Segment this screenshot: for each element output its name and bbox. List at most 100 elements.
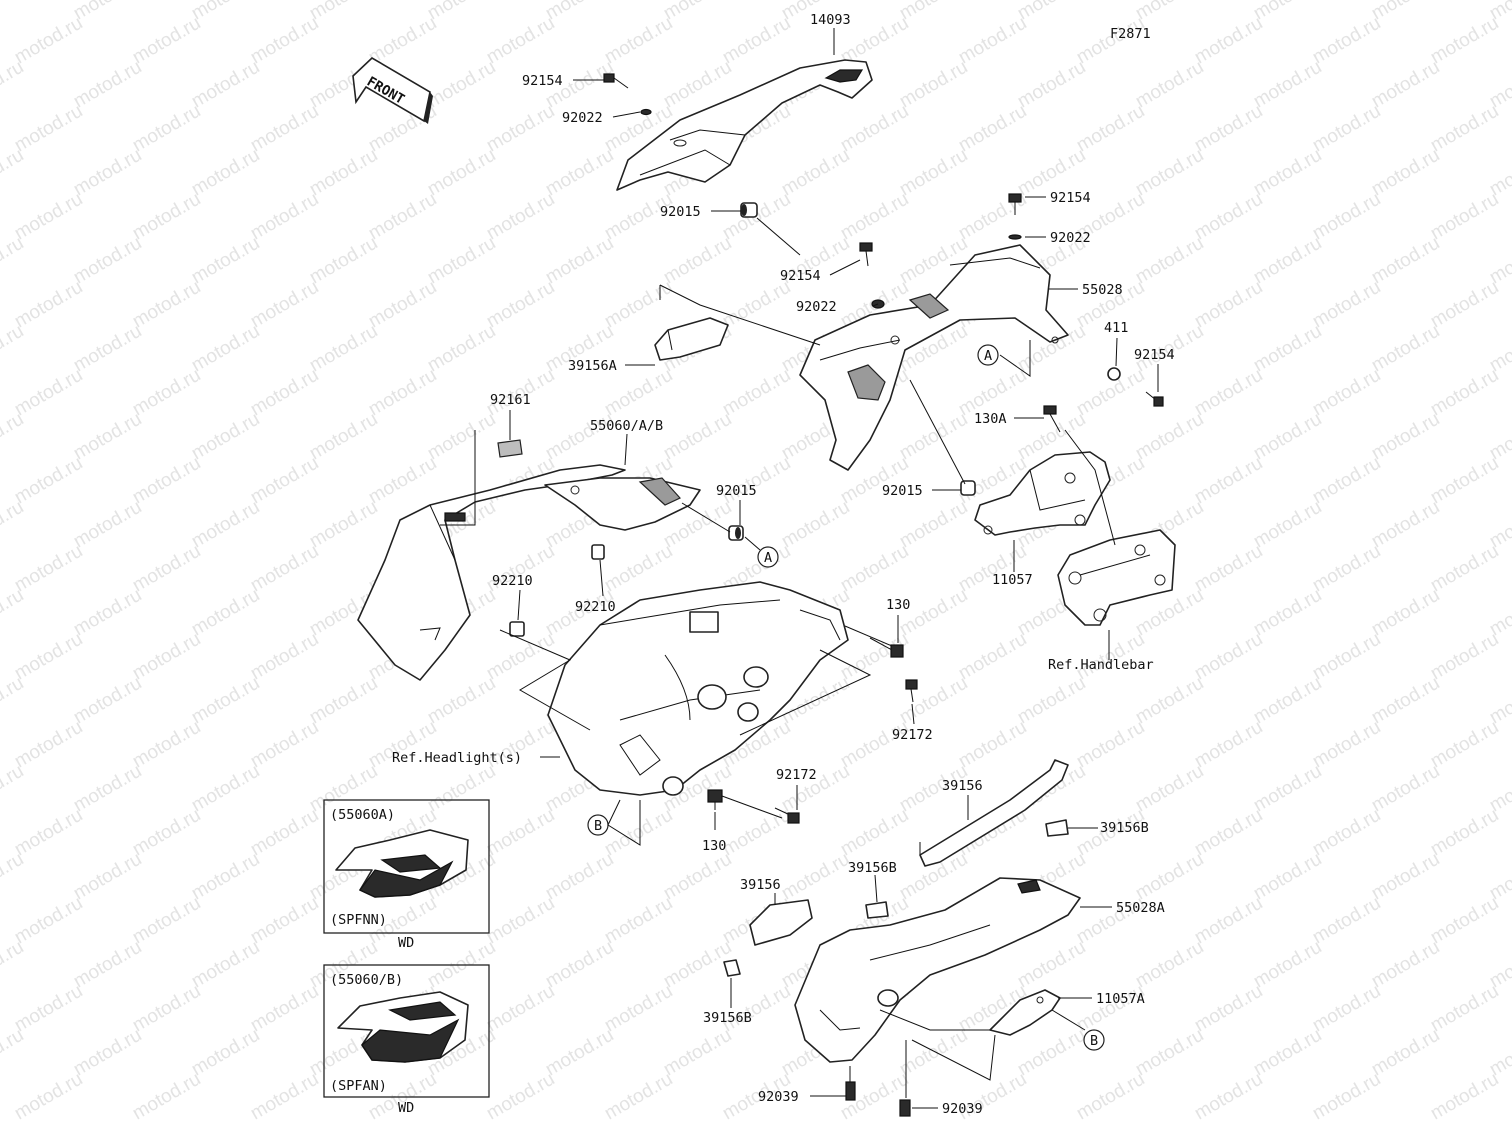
watermark-text: motod.ru	[778, 849, 853, 905]
watermark-text: motod.ru	[1132, 57, 1207, 113]
watermark-text: motod.ru	[719, 453, 794, 509]
watermark-text: motod.ru	[601, 1069, 676, 1125]
watermark-text: motod.ru	[1191, 101, 1266, 157]
label-92022-r1: 92022	[1050, 230, 1091, 246]
bolt-92154-mid	[859, 242, 873, 267]
watermark-text: motod.ru	[1427, 189, 1502, 245]
watermark-text: motod.ru	[247, 101, 322, 157]
watermark-text: motod.ru	[601, 893, 676, 949]
watermark-text: motod.ru	[129, 893, 204, 949]
watermark-text: motod.ru	[837, 805, 912, 861]
watermark-text: motod.ru	[188, 937, 263, 993]
label-ref-handlebar: Ref.Handlebar	[1048, 657, 1154, 673]
washer-92022-top	[640, 108, 652, 116]
variant-2-code: (55060/B)	[330, 972, 403, 988]
watermark-text: motod.ru	[1250, 57, 1325, 113]
watermark-text: motod.ru	[424, 233, 499, 289]
watermark-text: motod.ru	[896, 145, 971, 201]
callout-b1-label: B	[594, 818, 602, 834]
watermark-text: motod.ru	[70, 585, 145, 641]
label-14093: 14093	[810, 12, 851, 28]
label-55060AB: 55060/A/B	[590, 418, 663, 434]
watermark-text: motod.ru	[601, 277, 676, 333]
sticker-92161	[497, 439, 523, 458]
clip-92039-left	[845, 1081, 856, 1101]
watermark-text: motod.ru	[483, 981, 558, 1037]
label-92172-top: 92172	[892, 727, 933, 743]
watermark-text: motod.ru	[542, 145, 617, 201]
watermark-text: motod.ru	[1368, 233, 1443, 289]
watermark-text: motod.ru	[542, 233, 617, 289]
watermark-text: motod.ru	[1132, 849, 1207, 905]
watermark-text: motod.ru	[424, 57, 499, 113]
watermark-text: motod.ru	[601, 13, 676, 69]
callout-a2-label: A	[764, 550, 772, 566]
watermark-text: motod.ru	[247, 365, 322, 421]
watermark-text: motod.ru	[365, 277, 440, 333]
headlight-assembly	[547, 581, 849, 796]
watermark-text: motod.ru	[719, 805, 794, 861]
label-92022-top: 92022	[562, 110, 603, 126]
watermark-text: motod.ru	[1191, 1069, 1266, 1125]
watermark-text: motod.ru	[188, 321, 263, 377]
watermark-text: motod.ru	[1309, 981, 1384, 1037]
watermark-text: motod.ru	[424, 673, 499, 729]
watermark-text: motod.ru	[306, 0, 381, 24]
watermark-text: motod.ru	[188, 849, 263, 905]
watermark-text: motod.ru	[188, 1025, 263, 1081]
watermark-text: motod.ru	[188, 761, 263, 817]
watermark-text: motod.ru	[1427, 13, 1502, 69]
watermark-text: motod.ru	[837, 541, 912, 597]
watermark-text: motod.ru	[601, 541, 676, 597]
watermark-text: motod.ru	[1250, 585, 1325, 641]
watermark-text: motod.ru	[1427, 453, 1502, 509]
watermark-text: motod.ru	[1309, 805, 1384, 861]
label-92015-mid: 92015	[716, 483, 757, 499]
watermark-text: motod.ru	[1427, 717, 1502, 773]
pad-39156-left	[749, 899, 813, 946]
screw-92172-top	[905, 679, 918, 703]
watermark-text: motod.ru	[129, 277, 204, 333]
watermark-text: motod.ru	[129, 453, 204, 509]
watermark-text: motod.ru	[188, 233, 263, 289]
variant-1-note: WD	[398, 935, 414, 951]
watermark-text: motod.ru	[1250, 0, 1325, 24]
watermark-text: motod.ru	[11, 189, 86, 245]
watermark-text: motod.ru	[483, 101, 558, 157]
watermark-text: motod.ru	[896, 57, 971, 113]
watermark-text: motod.ru	[1309, 101, 1384, 157]
nut-92210-left	[509, 621, 525, 637]
cover-14093	[616, 59, 873, 191]
watermark-text: motod.ru	[1250, 145, 1325, 201]
clip-92039-right	[899, 1099, 911, 1117]
watermark-text: motod.ru	[1191, 541, 1266, 597]
watermark-text: motod.ru	[1191, 805, 1266, 861]
watermark-text: motod.ru	[1132, 145, 1207, 201]
label-11057A: 11057A	[1096, 991, 1145, 1007]
grommet-92015-mid	[728, 525, 744, 541]
watermark-text: motod.ru	[1073, 981, 1148, 1037]
watermark-text: motod.ru	[0, 0, 27, 24]
watermark-text: motod.ru	[896, 497, 971, 553]
watermark-text: motod.ru	[11, 365, 86, 421]
label-130-bot: 130	[702, 838, 726, 854]
label-92154-r2: 92154	[1134, 347, 1175, 363]
watermark-text: motod.ru	[1368, 585, 1443, 641]
watermark-text: motod.ru	[70, 673, 145, 729]
watermark-text: motod.ru	[129, 1069, 204, 1125]
watermark-text: motod.ru	[483, 629, 558, 685]
watermark-text: motod.ru	[188, 0, 263, 24]
watermark-text: motod.ru	[1309, 277, 1384, 333]
watermark-text: motod.ru	[896, 0, 971, 24]
watermark-text: motod.ru	[11, 541, 86, 597]
watermark-text: motod.ru	[247, 893, 322, 949]
bolt-130-bot	[707, 789, 723, 810]
watermark-text: motod.ru	[660, 409, 735, 465]
watermark-text: motod.ru	[1250, 233, 1325, 289]
watermark-text: motod.ru	[1132, 0, 1207, 24]
watermark-text: motod.ru	[1191, 453, 1266, 509]
variant-box-2: (55060/B) (SPFAN) WD	[323, 964, 490, 1116]
watermark-text: motod.ru	[896, 409, 971, 465]
bolt-92154-r1	[1008, 193, 1022, 215]
washer-411	[1107, 367, 1121, 381]
